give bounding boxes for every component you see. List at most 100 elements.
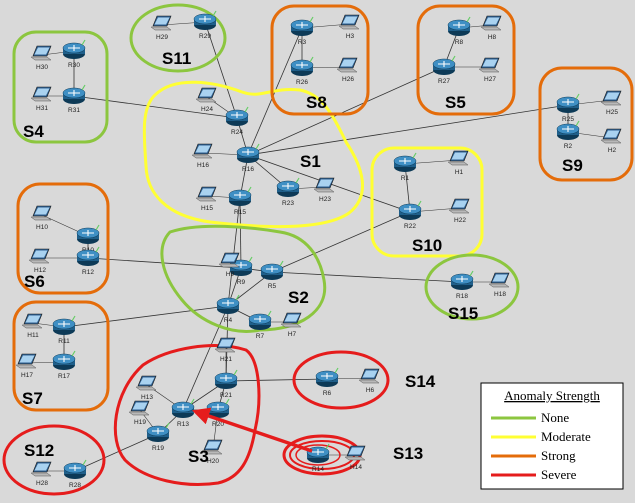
host-h10: H10 xyxy=(30,205,52,231)
router-r12: R12 xyxy=(76,246,100,276)
network-nodes: R1R2R3R4R5R6R7R8R9R10R11R12R13R14R15R16R… xyxy=(15,10,622,489)
link-R9-R12 xyxy=(87,257,242,269)
host-label: H15 xyxy=(201,205,213,212)
legend: Anomaly Strength None Moderate Strong Se… xyxy=(480,382,624,490)
router-r25: R25 xyxy=(556,93,580,123)
region-s13-core-ring xyxy=(295,444,341,466)
host-label: H10 xyxy=(36,224,48,231)
region-s9 xyxy=(538,66,634,182)
legend-label-none: None xyxy=(541,410,569,425)
router-r6: R6 xyxy=(315,367,339,397)
host-label: H2 xyxy=(608,147,617,154)
region-s6-label: S6 xyxy=(24,272,45,291)
host-h17: H17 xyxy=(15,353,37,379)
router-label: R14 xyxy=(312,466,324,473)
region-s8 xyxy=(270,4,370,116)
router-r17: R17 xyxy=(52,350,76,380)
host-h26: H26 xyxy=(336,57,358,83)
router-label: R23 xyxy=(282,200,294,207)
region-s9-label: S9 xyxy=(562,156,583,175)
router-label: R2 xyxy=(564,143,573,150)
host-h30: H30 xyxy=(30,45,52,71)
link-R15-R4 xyxy=(227,197,241,307)
host-h2: H2 xyxy=(600,128,622,154)
region-s12-label: S12 xyxy=(24,441,54,460)
region-s2 xyxy=(160,224,327,333)
router-r31: R31 xyxy=(62,84,86,114)
router-label: R19 xyxy=(152,445,164,452)
host-h21: H21 xyxy=(214,337,236,363)
router-label: R1 xyxy=(401,175,410,182)
router-r29: R29 xyxy=(193,10,217,40)
region-s2-label: S2 xyxy=(288,288,309,307)
router-r3: R3 xyxy=(290,16,314,46)
router-label: R16 xyxy=(242,166,254,173)
host-label: H11 xyxy=(27,332,39,339)
router-label: R17 xyxy=(58,373,70,380)
router-r28: R28 xyxy=(63,459,87,489)
router-label: R5 xyxy=(268,283,277,290)
router-label: R30 xyxy=(68,62,80,69)
host-label: H18 xyxy=(494,291,506,298)
host-h23: H23 xyxy=(313,177,335,203)
host-h12: H12 xyxy=(28,248,50,274)
router-r27: R27 xyxy=(432,55,456,85)
host-h31: H31 xyxy=(30,86,52,112)
region-s5 xyxy=(416,4,516,116)
router-label: R18 xyxy=(456,293,468,300)
link-R21-R6 xyxy=(225,378,328,382)
host-label: H21 xyxy=(220,356,232,363)
router-label: R20 xyxy=(212,421,224,428)
host-h29: H29 xyxy=(150,15,172,41)
router-r10: R10 xyxy=(76,224,100,254)
router-r20: R20 xyxy=(206,398,230,428)
router-r15: R15 xyxy=(228,186,252,216)
router-label: R15 xyxy=(234,209,246,216)
region-s4-label: S4 xyxy=(23,122,44,141)
router-label: R7 xyxy=(256,333,265,340)
host-h1: H1 xyxy=(447,150,469,176)
link-R4-R13 xyxy=(182,305,229,411)
router-label: R27 xyxy=(438,78,450,85)
host-label: H1 xyxy=(455,169,464,176)
region-s5-label: S5 xyxy=(445,93,466,112)
host-h13: H13 xyxy=(135,375,157,401)
region-s12 xyxy=(2,424,106,496)
host-h27: H27 xyxy=(478,57,500,83)
attack-arrow xyxy=(192,407,313,453)
region-s15-label: S15 xyxy=(448,304,478,323)
region-s1 xyxy=(142,80,364,229)
host-h22: H22 xyxy=(448,198,470,224)
router-label: R6 xyxy=(323,390,332,397)
router-label: R28 xyxy=(69,482,81,489)
router-r24: R24 xyxy=(225,106,249,136)
router-r22: R22 xyxy=(398,200,422,230)
region-s14 xyxy=(292,350,390,410)
legend-label-strong: Strong xyxy=(541,448,576,463)
host-label: H20 xyxy=(207,458,219,465)
host-h9: H9 xyxy=(218,252,240,278)
region-s10-label: S10 xyxy=(412,236,442,255)
host-h14: H14 xyxy=(344,445,366,471)
host-label: H8 xyxy=(488,34,497,41)
host-label: H31 xyxy=(36,105,48,112)
link-R15-R9 xyxy=(239,197,242,269)
router-label: R26 xyxy=(296,79,308,86)
router-r1: R1 xyxy=(393,152,417,182)
router-label: R22 xyxy=(404,223,416,230)
host-h11: H11 xyxy=(21,313,43,339)
router-label: R12 xyxy=(82,269,94,276)
region-s7-label: S7 xyxy=(22,389,43,408)
host-label: H26 xyxy=(342,76,354,83)
host-label: H19 xyxy=(134,419,146,426)
host-h3: H3 xyxy=(338,14,360,40)
host-label: H25 xyxy=(606,109,618,116)
legend-label-severe: Severe xyxy=(541,467,577,482)
host-label: H27 xyxy=(484,76,496,83)
host-label: H28 xyxy=(36,480,48,487)
router-label: R4 xyxy=(224,317,233,324)
router-r26: R26 xyxy=(290,56,314,86)
host-h15: H15 xyxy=(195,186,217,212)
